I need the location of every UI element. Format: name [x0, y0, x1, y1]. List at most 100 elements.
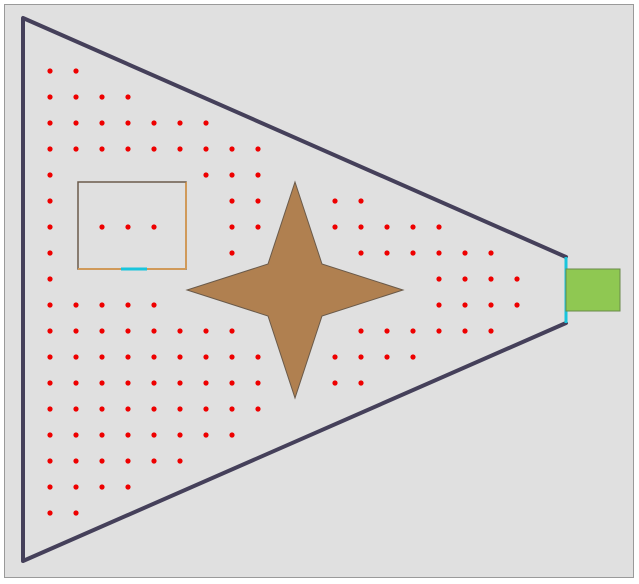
dot: [488, 276, 494, 282]
dot: [99, 484, 105, 490]
dot: [151, 120, 157, 126]
dot: [125, 328, 131, 334]
dot: [47, 354, 53, 360]
dot: [47, 224, 53, 230]
dot: [410, 250, 416, 256]
dot: [410, 224, 416, 230]
dot: [73, 354, 79, 360]
dot: [177, 146, 183, 152]
dot: [47, 94, 53, 100]
dot: [47, 146, 53, 152]
dot: [125, 302, 131, 308]
dot: [462, 302, 468, 308]
dot: [125, 146, 131, 152]
dot: [47, 380, 53, 386]
dot: [203, 406, 209, 412]
dot: [73, 406, 79, 412]
dot: [151, 380, 157, 386]
dot: [99, 458, 105, 464]
dot: [125, 406, 131, 412]
dot: [125, 380, 131, 386]
dot: [99, 354, 105, 360]
dot: [436, 276, 442, 282]
dot: [47, 432, 53, 438]
dot: [358, 198, 364, 204]
dot: [125, 224, 131, 230]
dot: [229, 224, 235, 230]
dot: [255, 354, 261, 360]
dot: [229, 380, 235, 386]
dot: [462, 250, 468, 256]
dot: [384, 224, 390, 230]
dot: [255, 198, 261, 204]
dot: [99, 432, 105, 438]
dot: [462, 276, 468, 282]
dot: [332, 380, 338, 386]
goal-zone: [565, 268, 621, 312]
dot: [125, 120, 131, 126]
dot: [358, 250, 364, 256]
dot: [203, 120, 209, 126]
dot: [358, 380, 364, 386]
dot: [151, 406, 157, 412]
dot: [436, 302, 442, 308]
dot: [462, 328, 468, 334]
dot: [177, 458, 183, 464]
dot: [47, 458, 53, 464]
dot: [255, 146, 261, 152]
dot: [488, 328, 494, 334]
dot: [125, 432, 131, 438]
dot: [47, 120, 53, 126]
dot: [358, 224, 364, 230]
dot: [203, 432, 209, 438]
dot-field: [47, 68, 520, 516]
dot: [358, 354, 364, 360]
dot: [229, 406, 235, 412]
dot: [73, 432, 79, 438]
dot: [99, 380, 105, 386]
dot: [125, 94, 131, 100]
dot: [229, 146, 235, 152]
dot: [436, 250, 442, 256]
dot: [151, 328, 157, 334]
dot: [73, 510, 79, 516]
dot: [99, 406, 105, 412]
dot: [203, 354, 209, 360]
dot: [384, 250, 390, 256]
dot: [73, 68, 79, 74]
dot: [255, 224, 261, 230]
dot: [488, 302, 494, 308]
arena-wall: [21, 16, 568, 563]
dot: [47, 198, 53, 204]
dot: [47, 172, 53, 178]
dot: [229, 198, 235, 204]
dot: [410, 328, 416, 334]
dot: [73, 302, 79, 308]
box-obstacle-body: [77, 181, 187, 270]
dot: [47, 406, 53, 412]
dot: [436, 328, 442, 334]
dot: [255, 406, 261, 412]
dot: [177, 406, 183, 412]
dot: [203, 380, 209, 386]
dot: [99, 328, 105, 334]
dot: [229, 250, 235, 256]
dot: [151, 302, 157, 308]
dot: [332, 224, 338, 230]
dot: [99, 146, 105, 152]
dot: [255, 380, 261, 386]
dot: [384, 354, 390, 360]
dot: [125, 458, 131, 464]
dot: [73, 94, 79, 100]
dot: [151, 224, 157, 230]
dot: [151, 146, 157, 152]
dot: [229, 432, 235, 438]
dot: [47, 510, 53, 516]
star-obstacle: [185, 180, 405, 400]
dot: [73, 484, 79, 490]
dot: [436, 224, 442, 230]
dot: [203, 328, 209, 334]
dot: [151, 354, 157, 360]
dot: [47, 302, 53, 308]
